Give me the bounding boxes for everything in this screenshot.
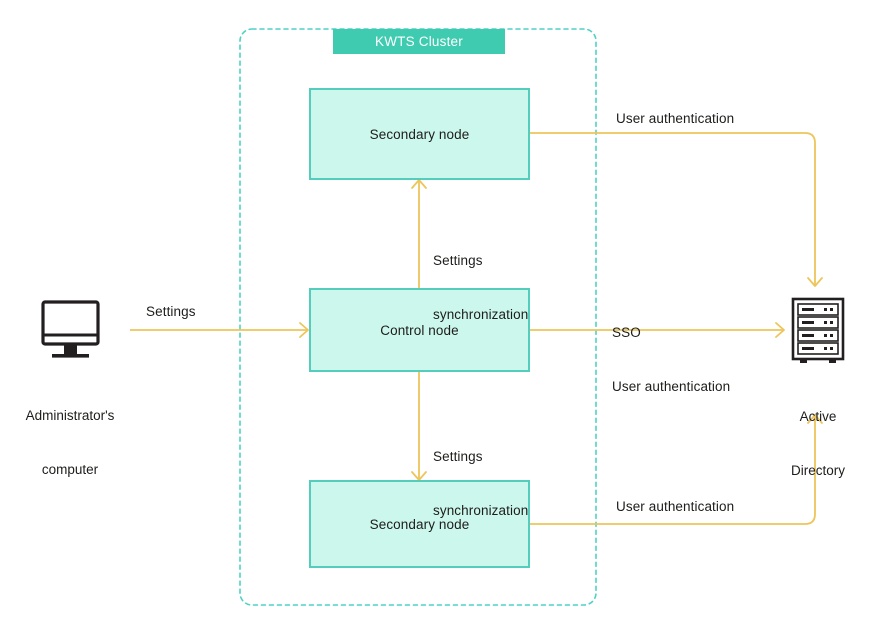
- edge-label-user-auth-bottom: User authentication: [616, 499, 735, 514]
- cluster-title-label: KWTS Cluster: [375, 34, 463, 49]
- node-secondary-top-label: Secondary node: [369, 126, 470, 142]
- cluster-boundary: [239, 28, 597, 606]
- connector-control-to-secondary-top: [411, 179, 427, 288]
- active-directory-caption: Active Directory: [791, 372, 845, 516]
- administrator-computer-caption: Administrator's computer: [26, 371, 115, 515]
- active-directory-caption-line1: Active: [799, 409, 837, 424]
- edge-label-user-auth-top: User authentication: [616, 111, 735, 126]
- edge-label-settings-sync-bottom-line1: Settings: [433, 449, 483, 464]
- server-rack-icon: [791, 297, 845, 363]
- node-secondary-bottom[interactable]: Secondary node: [309, 480, 530, 568]
- edge-label-settings-sync-top-line2: synchronization: [433, 307, 529, 322]
- active-directory-caption-line2: Directory: [790, 463, 846, 478]
- connector-control-to-secondary-bottom: [411, 372, 427, 481]
- edge-label-settings-sync-top-line1: Settings: [433, 253, 483, 268]
- cluster-title-chip: KWTS Cluster: [333, 29, 505, 54]
- connector-secondary-bottom-to-ad: [530, 414, 823, 525]
- edge-label-sso-user-auth: SSO User authentication: [612, 288, 730, 432]
- administrator-computer-caption-line1: Administrator's: [25, 408, 115, 423]
- node-secondary-top[interactable]: Secondary node: [309, 88, 530, 180]
- edge-label-sso-user-auth-line1: SSO: [612, 325, 641, 340]
- node-control-label: Control node: [380, 322, 459, 338]
- edge-label-settings-sync-top: Settings synchronization: [433, 216, 528, 360]
- edge-label-settings-admin: Settings: [146, 304, 196, 319]
- node-control[interactable]: Control node: [309, 288, 530, 372]
- connector-admin-to-control: [130, 322, 309, 338]
- monitor-icon: [41, 300, 100, 358]
- edge-label-settings-sync-bottom-line2: synchronization: [433, 503, 529, 518]
- node-secondary-bottom-label: Secondary node: [369, 516, 470, 532]
- edge-label-sso-user-auth-line2: User authentication: [612, 379, 731, 394]
- connector-control-to-ad: [530, 322, 785, 338]
- edge-label-settings-sync-bottom: Settings synchronization: [433, 412, 528, 556]
- administrator-computer-caption-line2: computer: [41, 462, 99, 477]
- connector-secondary-top-to-ad: [530, 132, 823, 287]
